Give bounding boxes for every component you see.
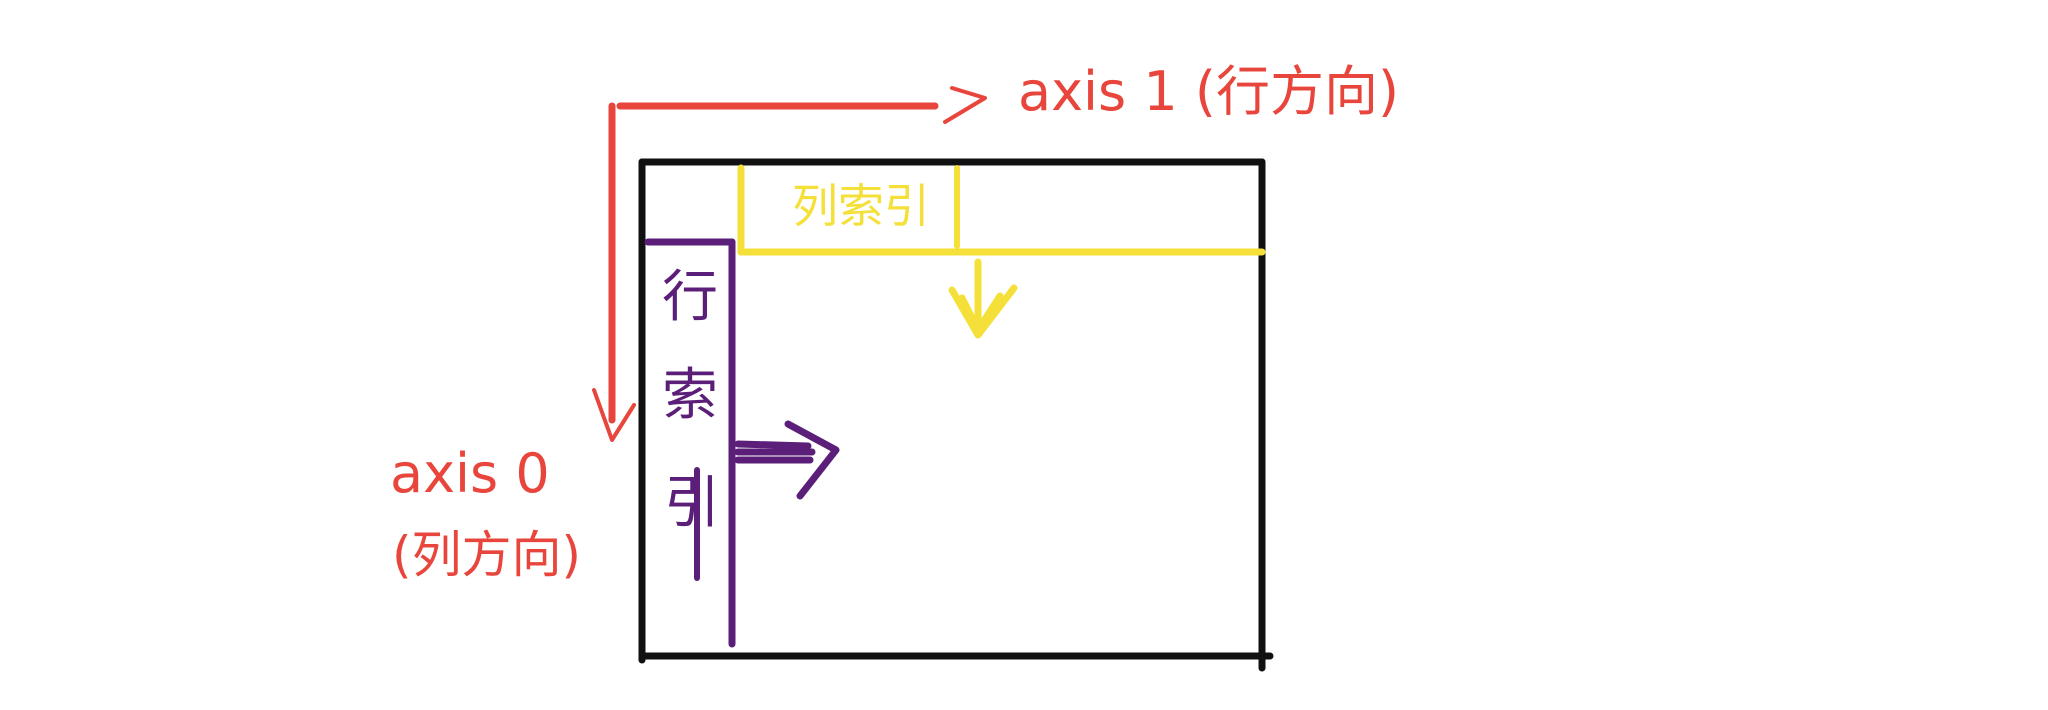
row-index-arrow-icon	[734, 420, 840, 500]
labels: axis 1 (行方向) axis 0 (列方向) 列索引 行 索 引	[390, 60, 1399, 584]
axis0-arrow-icon	[592, 388, 636, 442]
row-index	[644, 238, 840, 648]
axis1-label: axis 1 (行方向)	[1018, 60, 1399, 123]
axis-guides	[592, 86, 987, 442]
row-index-label-char: 引	[664, 471, 720, 536]
column-index	[737, 164, 1266, 339]
column-index-arrow-icon	[948, 258, 1018, 339]
axis1-arrow-icon	[943, 86, 987, 124]
row-index-label-char: 行	[662, 265, 718, 330]
axis0-label-line1: axis 0	[390, 442, 550, 505]
column-index-label: 列索引	[792, 179, 930, 233]
row-index-label: 行 索 引	[662, 265, 736, 536]
row-index-label-char: 索	[662, 363, 718, 428]
axis0-label-line2: (列方向)	[392, 526, 581, 584]
dataframe-frame	[638, 158, 1274, 672]
